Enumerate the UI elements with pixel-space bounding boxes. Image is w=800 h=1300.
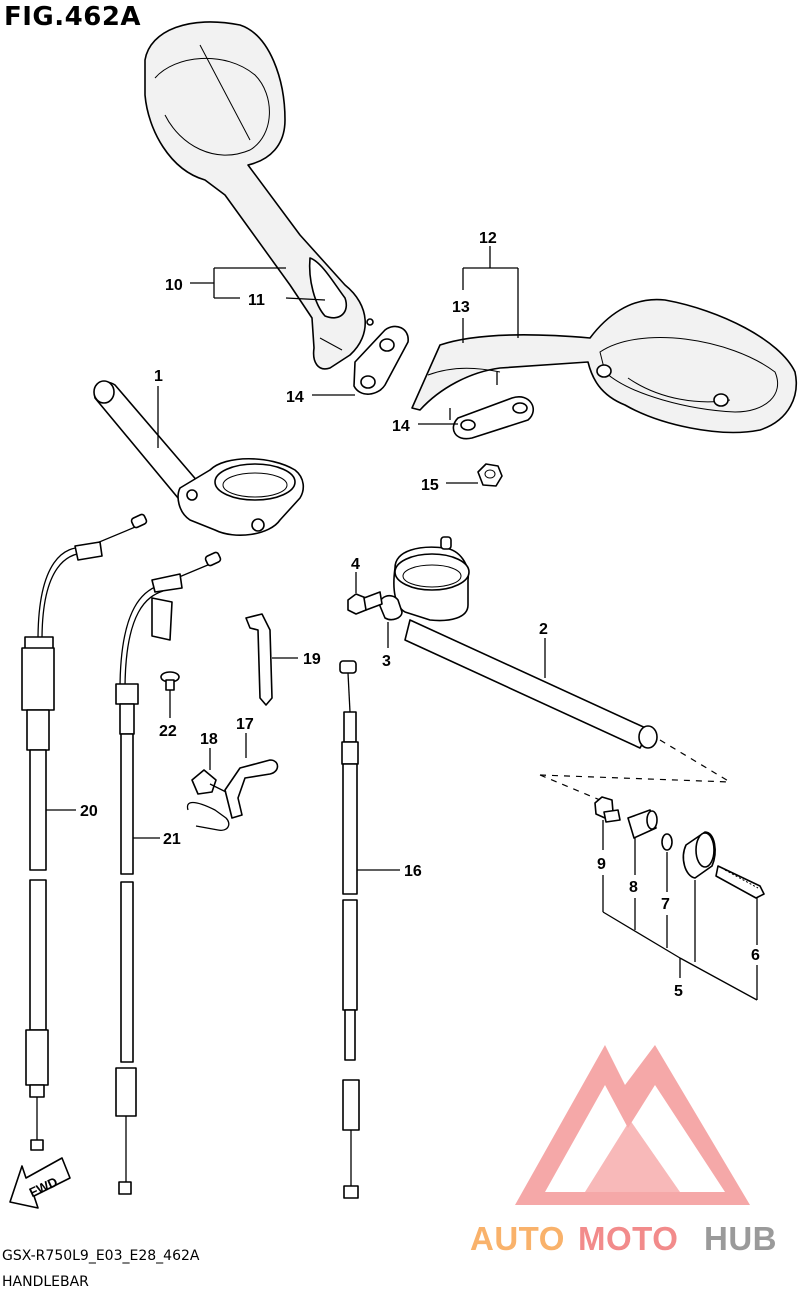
callout-2: 2: [539, 621, 548, 638]
callout-14-right: 14: [392, 418, 410, 435]
watermark-moto: MOTO: [578, 1220, 678, 1257]
left-mirror-bracket: [353, 325, 409, 395]
callout-22: 22: [159, 723, 177, 740]
callout-4: 4: [351, 556, 360, 573]
callout-17: 17: [236, 716, 254, 733]
callout-16: 16: [404, 863, 422, 880]
section-name: HANDLEBAR: [2, 1274, 89, 1290]
callout-1: 1: [154, 368, 163, 385]
watermark-hub: HUB: [704, 1220, 777, 1257]
right-mirror: [411, 298, 797, 434]
left-handlebar: [93, 380, 305, 536]
callout-20: 20: [80, 803, 98, 820]
bracket-part-17: [186, 759, 279, 831]
callout-11: 11: [248, 292, 265, 309]
clip-part-19: [245, 613, 273, 706]
fwd-arrow: FWD: [9, 1157, 71, 1209]
model-code: GSX-R750L9_E03_E28_462A: [2, 1248, 200, 1264]
callout-15: 15: [421, 477, 439, 494]
right-handlebar: [379, 536, 658, 749]
clutch-cable-16: [339, 660, 360, 1199]
bolt-part-4: [347, 591, 383, 615]
explode-guides: [539, 739, 731, 801]
nut-part-15: [477, 463, 503, 487]
bar-end-assembly: [594, 796, 765, 899]
throttle-cable-21: [115, 551, 222, 1195]
figure-title: FIG.462A: [4, 2, 142, 32]
callout-8: 8: [629, 879, 638, 896]
screw-part-22: [160, 671, 180, 691]
watermark-auto: AUTO: [470, 1220, 565, 1257]
callout-6: 6: [751, 947, 760, 964]
callout-9: 9: [597, 856, 606, 873]
callout-5: 5: [674, 983, 683, 1000]
callout-12: 12: [479, 230, 497, 247]
right-mirror-bracket: [452, 396, 534, 440]
left-mirror: [144, 21, 374, 370]
callout-14-left: 14: [286, 389, 304, 406]
callout-labels: 10 11 12 13 14 14 15 1 4 3 2 19 17 18 22…: [80, 230, 760, 1000]
leader-lines: [46, 246, 758, 1001]
callout-18: 18: [200, 731, 218, 748]
callout-13: 13: [452, 299, 470, 316]
watermark-logo: [515, 1045, 750, 1205]
callout-19: 19: [303, 651, 321, 668]
callout-10: 10: [165, 277, 183, 294]
callout-7: 7: [661, 896, 670, 913]
callout-3: 3: [382, 653, 391, 670]
watermark-wordmark: AUTO MOTO HUB: [470, 1220, 777, 1257]
throttle-cable-20: [21, 513, 148, 1151]
callout-21: 21: [163, 831, 181, 848]
